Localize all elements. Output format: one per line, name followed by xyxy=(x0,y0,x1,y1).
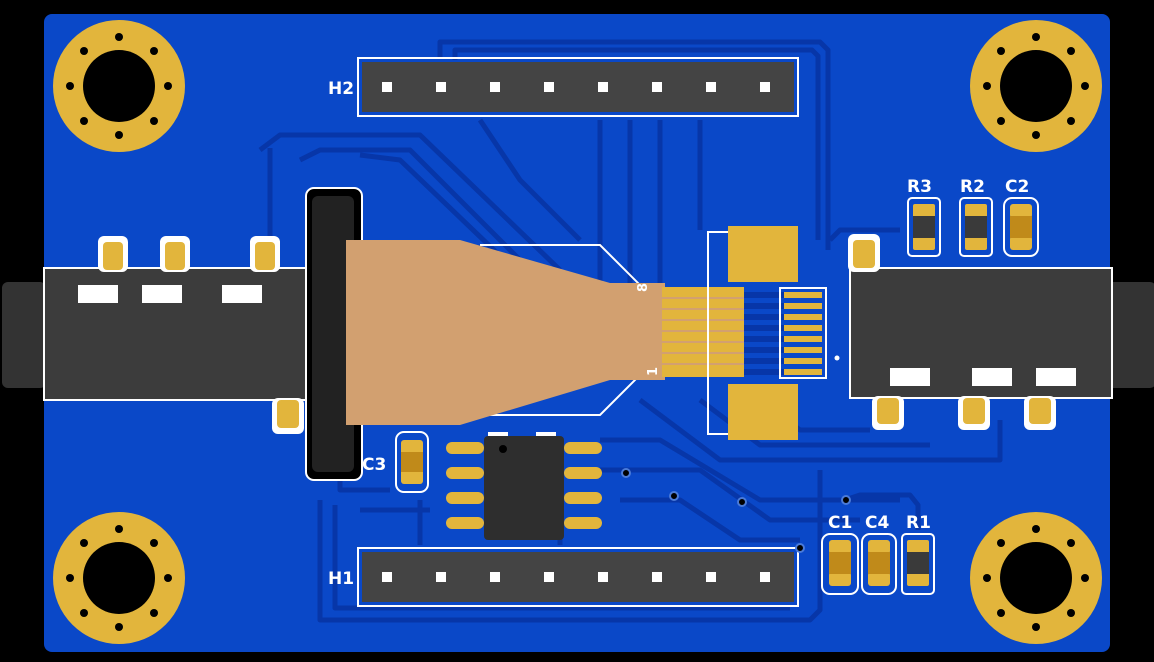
flex-pin-first-label: 1 xyxy=(646,367,661,376)
soic8-chip-icon xyxy=(446,432,602,540)
header-h1 xyxy=(357,547,799,607)
resistor-r1 xyxy=(901,533,935,595)
audio-jack-icon xyxy=(848,234,1154,430)
h1-label: H1 xyxy=(328,569,354,589)
c1-label: C1 xyxy=(828,513,852,533)
mounting-hole-icon xyxy=(970,512,1102,644)
mounting-hole-icon xyxy=(970,20,1102,152)
h2-label: H2 xyxy=(328,79,354,99)
capacitor-c1 xyxy=(821,533,859,595)
capacitor-c4 xyxy=(861,533,897,595)
flex-cable: 8 1 xyxy=(346,240,744,425)
resistor-r3 xyxy=(907,197,941,257)
vias xyxy=(621,468,851,553)
mounting-hole-icon xyxy=(53,512,185,644)
capacitor-c3 xyxy=(395,431,429,493)
r3-label: R3 xyxy=(907,177,932,197)
r1-label: R1 xyxy=(906,513,931,533)
flex-pin-last-label: 8 xyxy=(636,283,651,292)
header-h2 xyxy=(357,57,799,117)
c2-label: C2 xyxy=(1005,177,1029,197)
mounting-hole-icon xyxy=(53,20,185,152)
fpc-footprint xyxy=(707,226,840,440)
r2-label: R2 xyxy=(960,177,985,197)
c3-label: C3 xyxy=(362,455,386,475)
audio-jack-icon xyxy=(2,236,307,434)
copper-traces xyxy=(258,39,1003,623)
capacitor-c2 xyxy=(1003,197,1039,257)
c4-label: C4 xyxy=(865,513,889,533)
resistor-r2 xyxy=(959,197,993,257)
